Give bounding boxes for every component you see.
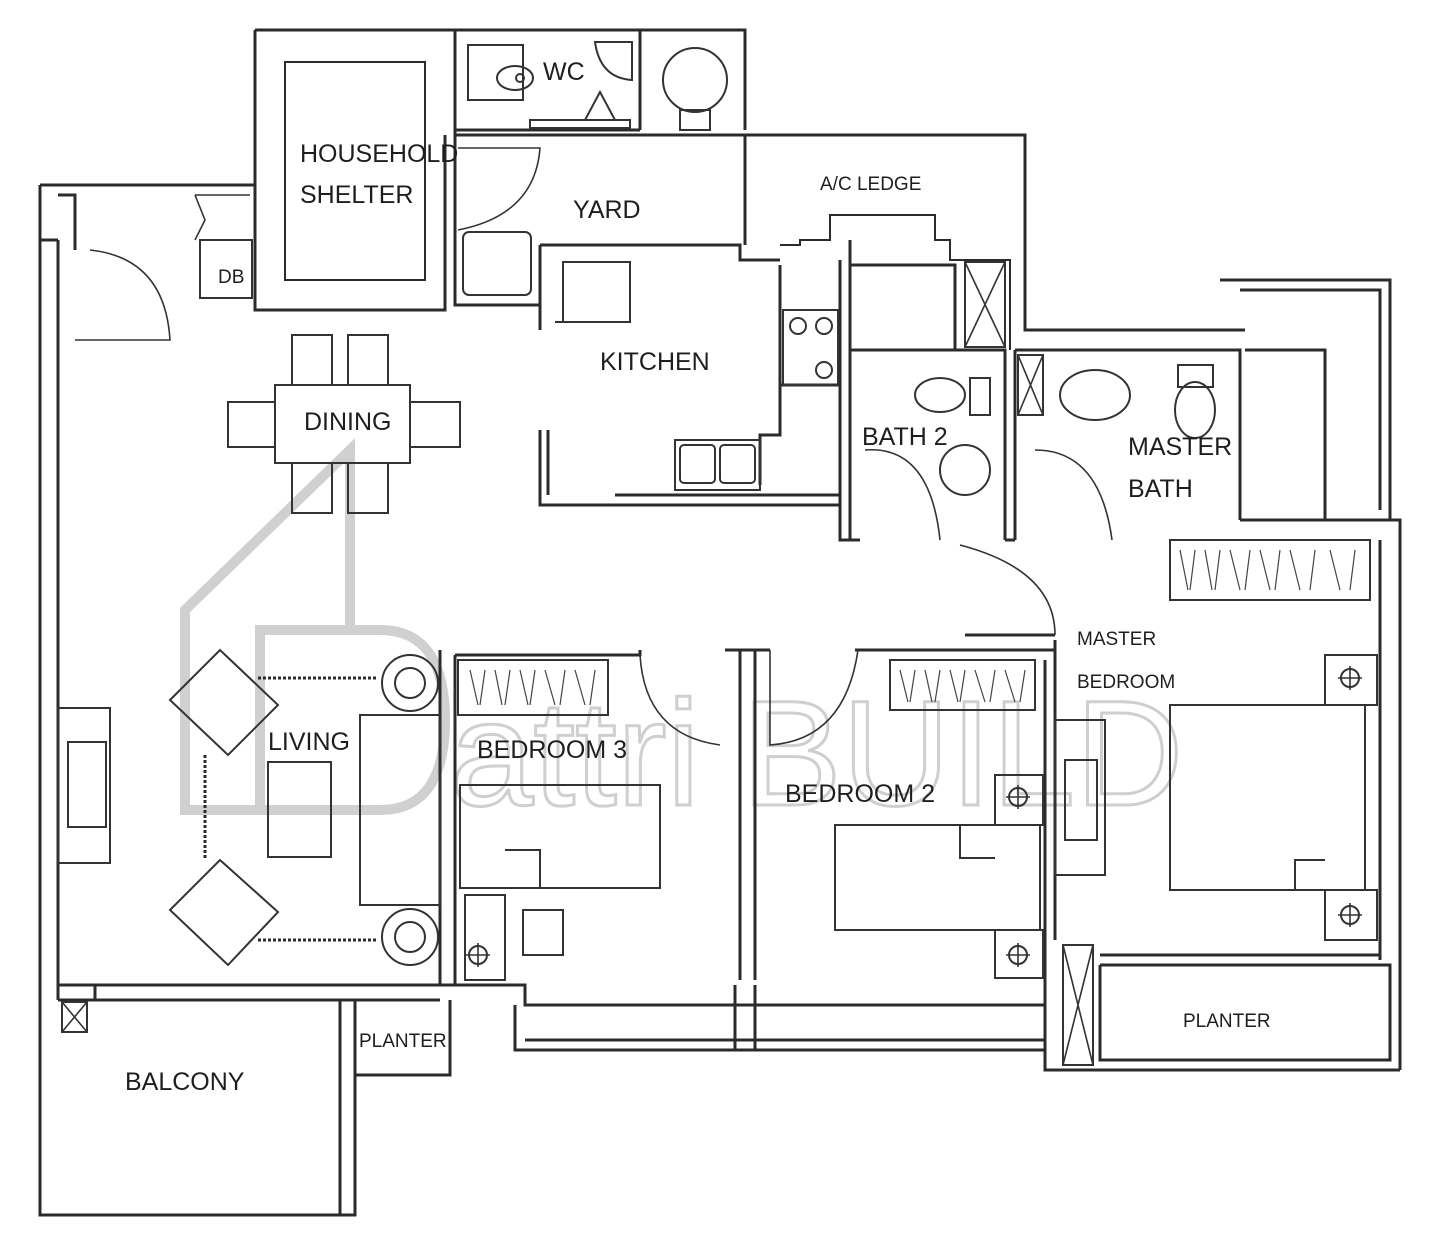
label-balcony: BALCONY xyxy=(125,1068,245,1096)
wardrobe-bedroom2 xyxy=(889,659,1036,711)
label-master-bedroom-2: BEDROOM xyxy=(1077,672,1175,693)
doors xyxy=(75,147,1113,746)
lamp-icons xyxy=(466,666,1362,967)
shower-icon xyxy=(593,41,633,82)
armchair-bottom xyxy=(168,858,280,967)
label-master-bath-1: MASTER xyxy=(1128,433,1232,461)
basin-icon xyxy=(662,47,728,113)
wardrobe-master xyxy=(1169,539,1371,601)
armchair-top xyxy=(168,648,280,757)
label-bedroom-2: BEDROOM 2 xyxy=(785,780,935,808)
label-master-bedroom-1: MASTER xyxy=(1077,629,1156,650)
room-labels: HOUSEHOLD SHELTER WC YARD A/C LEDGE DB K… xyxy=(125,58,1271,1096)
label-planter-right: PLANTER xyxy=(1183,1011,1271,1032)
fridge-icon xyxy=(562,261,631,323)
bath2-cabinet xyxy=(964,261,1006,348)
sink-icon xyxy=(674,439,761,491)
coffee-table xyxy=(267,761,332,858)
wc-toilet-icon xyxy=(467,44,524,101)
wardrobe-bedroom3 xyxy=(457,659,609,716)
desk-chair-icon xyxy=(522,909,564,956)
shelter-inner xyxy=(284,61,426,281)
washer-icon xyxy=(462,231,532,296)
fixtures xyxy=(57,41,1378,1066)
walls xyxy=(38,28,1402,1217)
sofa xyxy=(359,714,441,906)
label-db: DB xyxy=(218,267,244,288)
label-dining: DINING xyxy=(304,408,392,436)
label-wc: WC xyxy=(543,58,585,86)
master-desk xyxy=(1054,719,1106,876)
label-bedroom-3: BEDROOM 3 xyxy=(477,736,627,764)
bath2-basin-icon xyxy=(939,444,991,496)
label-household: HOUSEHOLD xyxy=(300,140,458,168)
watermark: attri BUILD xyxy=(180,438,1185,839)
tv-console xyxy=(57,707,111,864)
label-ac-ledge: A/C LEDGE xyxy=(820,174,921,195)
master-bath-basin-icon xyxy=(1059,369,1131,421)
master-bath-toilet-icon xyxy=(1174,381,1216,439)
label-kitchen: KITCHEN xyxy=(600,348,710,376)
bed-bedroom2 xyxy=(834,824,1041,931)
bath2-toilet-icon xyxy=(914,377,966,413)
watermark-text: attri BUILD xyxy=(450,669,1184,837)
bed-master xyxy=(1169,704,1366,891)
label-yard: YARD xyxy=(573,196,641,224)
label-shelter: SHELTER xyxy=(300,181,413,209)
label-master-bath-2: BATH xyxy=(1128,475,1193,503)
label-living: LIVING xyxy=(268,728,350,756)
label-planter-left: PLANTER xyxy=(359,1031,447,1052)
label-bath-2: BATH 2 xyxy=(862,423,948,451)
stove-icon xyxy=(782,309,839,386)
bed-bedroom3 xyxy=(459,784,661,889)
